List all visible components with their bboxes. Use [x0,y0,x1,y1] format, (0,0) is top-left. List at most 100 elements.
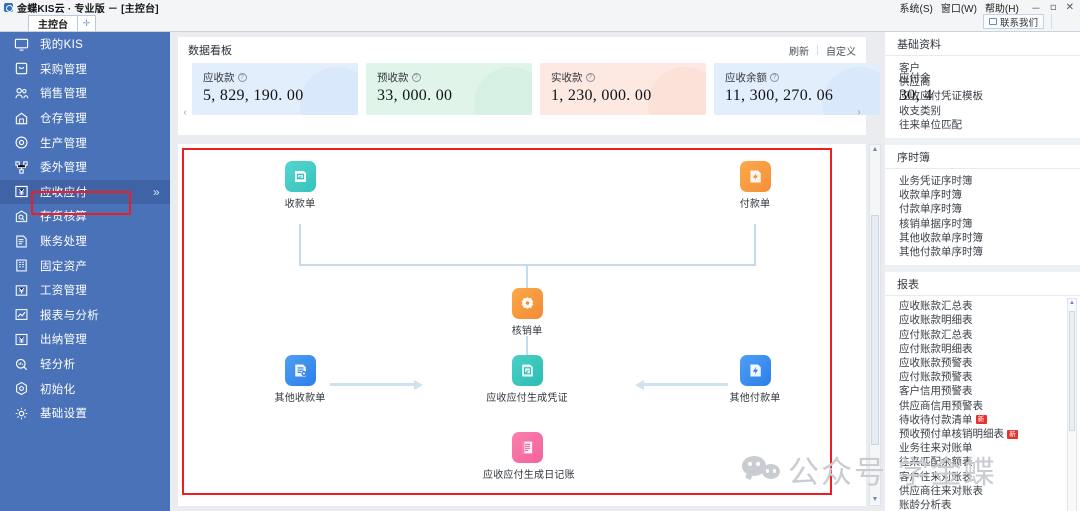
flow-node-generate-voucher[interactable]: 应收应付生成凭证 [483,355,571,404]
list-item[interactable]: 往来单位匹配 [899,118,962,131]
info-icon[interactable]: ? [770,73,779,82]
gear-circle-icon [14,135,29,150]
sidebar-item-cashier[interactable]: 出纳管理 [0,327,170,352]
cards-scroll-left-icon[interactable]: ‹ [183,107,187,118]
list-item[interactable]: 待收待付款清单 新 [899,413,1080,427]
list-item[interactable]: 供应商 [899,76,931,89]
menu-system[interactable]: 系统(S) [899,4,933,15]
minimize-icon[interactable]: － [1030,4,1041,15]
card-value: 1, 230, 000. 00 [551,87,652,104]
cards-scroll-right-icon[interactable]: › [857,107,861,118]
target-icon [14,381,29,396]
list-item[interactable]: 应付账款预警表 [899,371,973,384]
sidebar-item-initialization[interactable]: 初始化 [0,376,170,401]
maximize-icon[interactable]: ▫ [1049,2,1057,13]
list-item[interactable]: 业务凭证序时簿 [899,175,973,188]
scroll-up-icon[interactable]: ▲ [1069,300,1075,307]
sidebar-item-production[interactable]: 生产管理 [0,130,170,155]
flow-highlight-box [182,148,832,495]
list-item[interactable]: 应付账款明细表 [899,342,973,355]
list-item[interactable]: 收支类别 [899,104,941,117]
sidebar-item-outsourcing[interactable]: 委外管理 [0,155,170,180]
main-scrollbar[interactable]: ▲ ▼ [869,144,881,506]
sidebar-item-sales[interactable]: 销售管理 [0,81,170,106]
list-item[interactable]: 客户往来对账表 [899,470,973,483]
list-item[interactable]: 客户信用预警表 [899,385,973,398]
sidebar-item-accounting[interactable]: 账务处理 [0,229,170,254]
flow-node-receipt[interactable]: 收款单 [256,161,344,210]
refresh-button[interactable]: 刷新 [789,46,809,58]
flow-node-generate-journal[interactable]: 应收应付生成日记账 [483,432,575,481]
sidebar-label: 采购管理 [40,63,88,76]
list-item[interactable]: 应收账款汇总表 [899,300,973,313]
list-item[interactable]: 其他收款单序时簿 [899,231,983,244]
tab-main-console[interactable]: 主控台 [28,15,78,31]
sidebar-item-warehouse[interactable]: 仓存管理 [0,106,170,131]
flow-node-other-receipt[interactable]: 其他收款单 [256,355,344,404]
sidebar-item-reports-analysis[interactable]: 报表与分析 [0,303,170,328]
info-icon[interactable]: ? [585,73,595,82]
scroll-up-icon[interactable]: ▲ [871,146,879,153]
sidebar-item-my-kis[interactable]: 我的KIS [0,32,170,57]
scrollbar-thumb[interactable] [871,215,879,445]
sidebar-label: 生产管理 [40,137,88,150]
add-tab-icon[interactable]: ✛ [78,15,96,31]
sidebar-item-receivable-payable[interactable]: 应收应付 [0,179,170,205]
list-item[interactable]: 付款单序时簿 [899,203,962,216]
sidebar-label: 轻分析 [40,359,76,372]
list-item[interactable]: 应付账款汇总表 [899,328,973,341]
list-item[interactable]: 应收账款明细表 [899,314,973,327]
card-label: 应付余 [899,72,931,84]
sidebar-item-purchase[interactable]: 采购管理 [0,57,170,82]
sidebar-item-fixed-assets[interactable]: 固定资产 [0,253,170,278]
other-receipt-icon [284,355,316,386]
data-dashboard-panel: 数据看板 刷新 自定义 ‹ 应收款? 5, 829, 190. 00 预收款? … [178,37,1054,135]
list-item[interactable]: 核销单据序时簿 [899,217,973,230]
list-item[interactable]: 客户 [899,62,920,74]
customize-button[interactable]: 自定义 [826,46,856,58]
list-item[interactable]: 供应商往来对账表 [899,484,983,497]
info-icon[interactable]: ? [237,73,247,82]
close-icon[interactable]: ✕ [1065,2,1074,13]
card-label: 应收款 [203,72,235,84]
list-item[interactable]: 收款单序时簿 [899,189,962,202]
list-item[interactable]: 应收账款预警表 [899,357,973,370]
flow-node-payment[interactable]: 付款单 [711,161,799,210]
scrollbar-thumb[interactable] [1069,311,1075,432]
flow-line-h-top [299,264,756,266]
sidebar-item-light-analysis[interactable]: 轻分析 [0,352,170,377]
main-content: 数据看板 刷新 自定义 ‹ 应收款? 5, 829, 190. 00 预收款? … [170,32,1080,511]
sidebar-item-payroll[interactable]: 工资管理 [0,278,170,303]
sidebar-item-basic-settings[interactable]: 基础设置 [0,401,170,426]
card-prepaid-received[interactable]: 预收款? 33, 000. 00 [366,63,532,115]
list-item[interactable]: 往来匹配余额表 [899,456,973,469]
contact-us-button[interactable]: 联系我们 [982,14,1044,29]
flow-arrow-left [635,379,728,390]
sidebar: 我的KIS 采购管理 销售管理 仓存管理 生产管理 委外管理 应收应付 [0,32,170,511]
flow-line-v-left [299,224,301,266]
sidebar-label: 出纳管理 [40,334,88,347]
list-item[interactable]: 供应商信用预警表 [899,399,983,412]
flow-node-other-payment[interactable]: 其他付款单 [711,355,799,404]
list-item[interactable]: 应收应付凭证模板 [899,90,983,103]
scroll-down-icon[interactable]: ▼ [871,496,879,503]
menu-help[interactable]: 帮助(H) [984,4,1019,15]
list-item[interactable]: 预收预付单核销明细表 新 [899,427,1080,441]
menu-window[interactable]: 窗口(W) [940,4,977,15]
block-title: 报表 [885,272,1080,297]
card-receivable-balance[interactable]: 应收余额? 11, 300, 270. 06 [714,63,880,115]
list-item[interactable]: 账龄分析表 [899,499,952,511]
list-item[interactable]: 其他付款单序时簿 [899,246,983,259]
reports-scrollbar[interactable]: ▲ ▼ [1067,298,1077,511]
info-icon[interactable]: ? [411,73,421,82]
menu-bar: 系统(S) 窗口(W) 帮助(H) [899,0,1018,15]
flow-node-writeoff[interactable]: 核销单 [483,288,571,337]
cashier-icon [14,332,29,347]
card-actual-received[interactable]: 实收款? 1, 230, 000. 00 [540,63,706,115]
block-items: 应收账款汇总表 应收账款明细表 应付账款汇总表 应付账款明细表 应收账款预警表 … [885,296,1080,511]
list-item[interactable]: 业务往来对账单 [899,442,973,455]
title-bar: 金蝶KIS云 · 专业版 － [主控台] 系统(S) 窗口(W) 帮助(H) －… [0,0,1080,15]
card-receivable[interactable]: 应收款? 5, 829, 190. 00 [192,63,358,115]
sidebar-item-inventory-accounting[interactable]: 存货核算 [0,204,170,229]
chart-icon [14,307,29,322]
